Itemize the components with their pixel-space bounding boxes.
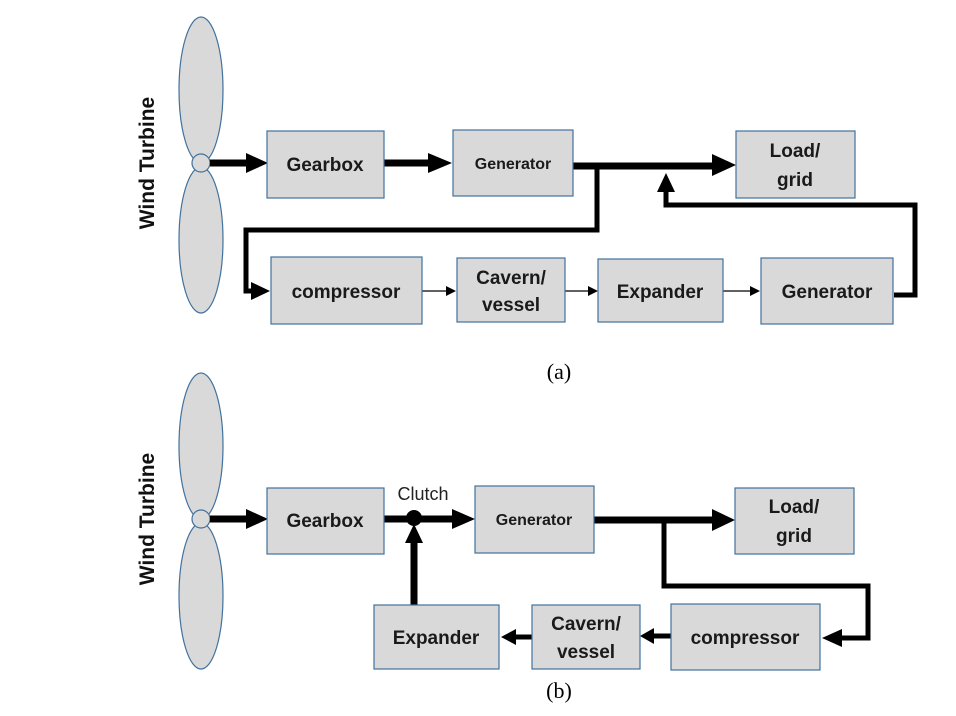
generator-box: Generator bbox=[474, 485, 595, 554]
arrowhead bbox=[428, 153, 452, 173]
generator-label: Generator bbox=[496, 512, 572, 529]
arrowhead bbox=[712, 509, 735, 531]
arrowhead bbox=[446, 286, 456, 296]
line-generator-compressor bbox=[661, 520, 871, 641]
turbine-blade-top bbox=[178, 16, 224, 164]
clutch-junction bbox=[406, 510, 422, 526]
arrowhead bbox=[246, 153, 268, 173]
cavern-label-line2: vessel bbox=[482, 295, 540, 316]
turbine-blade-top bbox=[178, 372, 224, 520]
cavern-vessel-box: Cavern/ vessel bbox=[531, 604, 641, 670]
expander-box: Expander bbox=[373, 604, 500, 670]
wind-turbine-icon bbox=[178, 372, 224, 670]
cavern-vessel-box: Cavern/ vessel bbox=[456, 257, 566, 323]
arrowhead bbox=[822, 629, 842, 647]
load-grid-box: Load/ grid bbox=[734, 487, 855, 555]
arrowhead bbox=[246, 509, 268, 529]
wind-turbine-icon bbox=[178, 16, 224, 314]
line-generator-compressor bbox=[243, 166, 600, 294]
gearbox-box: Gearbox bbox=[266, 130, 385, 199]
load-label-line1: Load/ bbox=[769, 497, 820, 518]
turbine-blade-bottom bbox=[178, 166, 224, 314]
arrowhead bbox=[712, 154, 736, 176]
load-label-line1: Load/ bbox=[770, 141, 821, 162]
generator2-label: Generator bbox=[782, 282, 873, 303]
turbine-label: Wind Turbine bbox=[136, 453, 159, 585]
diagram-a: Wind Turbine Gearbox Generator bbox=[136, 16, 918, 384]
arrowhead bbox=[640, 628, 654, 644]
caption-b: (b) bbox=[546, 678, 572, 703]
turbine-hub bbox=[191, 153, 211, 173]
cavern-label-line1: Cavern/ bbox=[476, 268, 546, 289]
caption-a: (a) bbox=[547, 359, 571, 384]
turbine-label: Wind Turbine bbox=[136, 97, 159, 229]
load-label-line2: grid bbox=[777, 170, 813, 191]
arrowhead bbox=[251, 282, 270, 300]
clutch-label: Clutch bbox=[397, 484, 448, 504]
generator-box: Generator bbox=[452, 129, 574, 197]
arrowhead bbox=[501, 629, 516, 645]
load-grid-box: Load/ grid bbox=[735, 130, 856, 199]
diagram-b: Wind Turbine Clutch Gearbox Generator bbox=[136, 372, 871, 703]
line-generator2-load bbox=[663, 190, 918, 298]
load-label-line2: grid bbox=[776, 526, 812, 547]
compressor-label: compressor bbox=[691, 628, 800, 649]
arrowhead bbox=[405, 524, 423, 543]
expander-label: Expander bbox=[393, 628, 480, 649]
compressor-box: compressor bbox=[270, 256, 423, 325]
turbine-hub bbox=[191, 509, 211, 529]
compressor-label: compressor bbox=[292, 282, 401, 303]
arrowhead bbox=[657, 173, 675, 192]
gearbox-label: Gearbox bbox=[286, 155, 364, 176]
compressor-box: compressor bbox=[670, 603, 821, 671]
cavern-label-line2: vessel bbox=[557, 642, 615, 663]
expander-label: Expander bbox=[617, 282, 704, 303]
turbine-blade-bottom bbox=[178, 522, 224, 670]
expander-box: Expander bbox=[597, 258, 724, 323]
gearbox-box: Gearbox bbox=[266, 487, 385, 555]
generator2-box: Generator bbox=[760, 257, 894, 325]
generator-label: Generator bbox=[475, 156, 551, 173]
cavern-label-line1: Cavern/ bbox=[551, 614, 621, 635]
gearbox-label: Gearbox bbox=[286, 511, 364, 532]
arrowhead bbox=[750, 286, 760, 296]
arrowhead bbox=[452, 509, 475, 529]
arrowhead bbox=[588, 286, 598, 296]
